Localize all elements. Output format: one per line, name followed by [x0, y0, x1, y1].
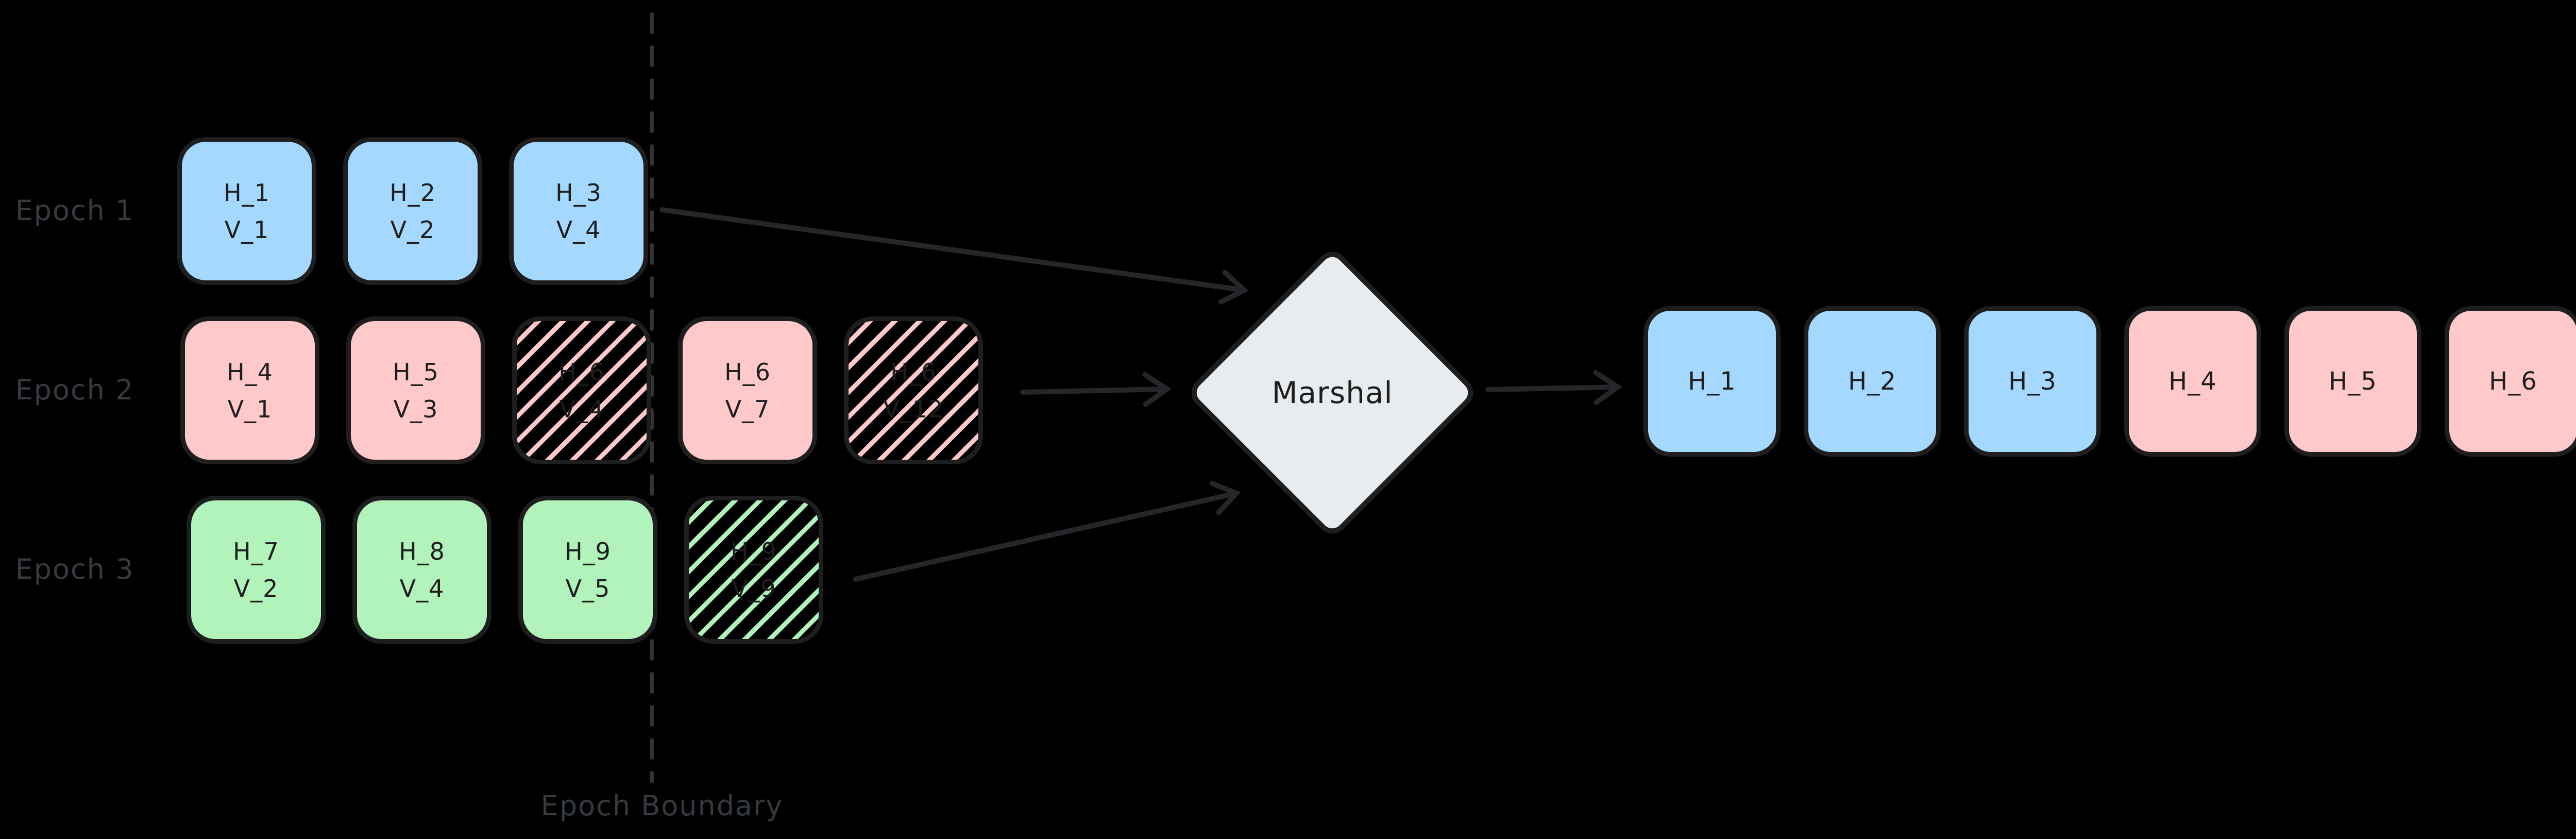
input-box-h-label: H_7	[233, 537, 279, 565]
input-box-v-label: V_4	[559, 395, 604, 423]
input-box-v-label: V_3	[393, 395, 438, 423]
output-box: H_4	[2124, 306, 2261, 457]
arrow-epoch3-to-marshal	[853, 480, 1241, 582]
input-box-h-label: H_5	[393, 358, 439, 386]
input-box-h-label: H_3	[555, 178, 602, 207]
input-box-h-label: H_8	[399, 537, 445, 565]
input-box-h-label: H_9	[731, 537, 777, 565]
epoch-boundary-label: Epoch Boundary	[540, 790, 784, 822]
input-box-v-label: V_7	[725, 395, 770, 423]
output-box-label: H_4	[2168, 367, 2217, 396]
input-box-h-label: H_2	[389, 178, 436, 207]
output-box: H_1	[1643, 306, 1781, 457]
output-box: H_3	[1964, 306, 2101, 457]
marshal-label: Marshal	[1272, 375, 1393, 410]
arrow-epoch1-to-marshal	[659, 207, 1249, 305]
input-box-v-label: V_4	[399, 574, 445, 602]
output-box-label: H_5	[2329, 367, 2377, 396]
input-box-h-label: H_4	[227, 358, 273, 386]
arrow-epoch2-to-marshal	[1020, 372, 1172, 407]
input-box-h-label: H_9	[565, 537, 611, 565]
output-box-label: H_6	[2489, 367, 2537, 396]
output-box-label: H_1	[1688, 367, 1736, 396]
output-box: H_6	[2445, 306, 2576, 457]
epoch-label: Epoch 3	[15, 553, 134, 585]
epoch-label: Epoch 2	[15, 374, 134, 406]
input-box-h-label: H_6	[558, 358, 605, 386]
input-box-v-label: V_2	[390, 215, 435, 244]
input-box-v-label: V_5	[565, 574, 611, 602]
output-box: H_2	[1804, 306, 1941, 457]
input-box-h-label: H_6	[890, 358, 937, 386]
input-box-v-label: V_1	[224, 215, 269, 244]
arrow-marshal-to-output	[1485, 370, 1622, 405]
input-box-h-label: H_1	[224, 178, 270, 207]
input-box-v-label: V_1	[227, 395, 273, 423]
output-box: H_5	[2284, 306, 2421, 457]
epoch-label: Epoch 1	[15, 194, 134, 227]
output-box-label: H_2	[1848, 367, 1896, 396]
input-box-v-label: V_4	[556, 215, 601, 244]
input-box-v-label: V_2	[233, 574, 279, 602]
output-box-label: H_3	[2008, 367, 2057, 396]
input-box-v-label: V_12	[883, 395, 944, 423]
input-box-v-label: V_9	[731, 574, 776, 602]
input-box-h-label: H_6	[724, 358, 771, 386]
